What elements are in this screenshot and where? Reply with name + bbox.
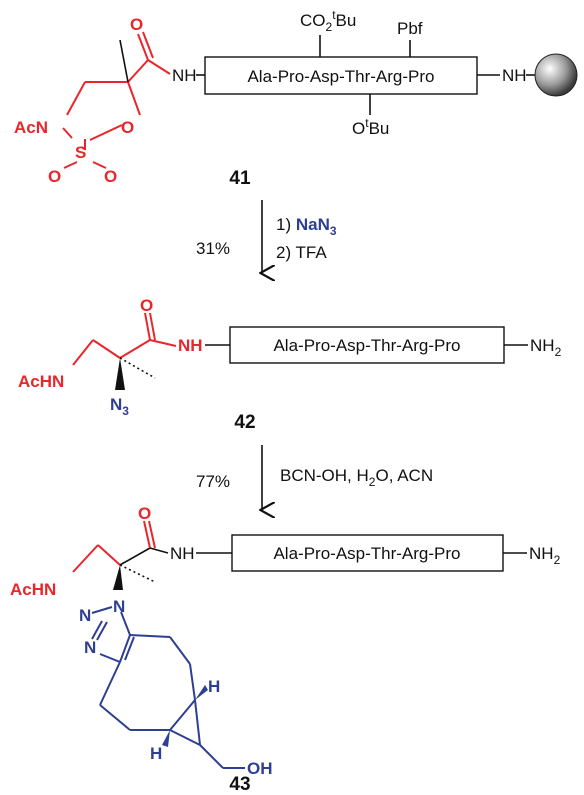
triazole-conjugate: O AcHN N N N (10, 504, 273, 778)
compound-42: O AcHN N3 NH Ala-Pro-Asp-Thr-Arg-Pro NH2… (18, 296, 562, 433)
peptide-box-43 (231, 534, 504, 572)
step-1-yield: 31% (196, 239, 230, 258)
carbonyl-o-41: O (130, 15, 143, 34)
peptide-sequence-43: Ala-Pro-Asp-Thr-Arg-Pro (273, 544, 460, 563)
protecting-group-pbf: Pbf (397, 19, 423, 38)
resin-nh-41: NH (502, 66, 527, 85)
amide-nh-42: NH (178, 336, 203, 355)
achn-label-42: AcHN (18, 372, 64, 391)
triazole-n2: N (79, 606, 91, 625)
reaction-step-1: 31% 1) NaN3 2) TFA (196, 200, 337, 273)
acn-label: AcN (14, 118, 48, 137)
amide-nh-43: NH (170, 544, 195, 563)
resin-bead (534, 53, 578, 97)
so2-o-left: O (48, 167, 61, 186)
peptide-sequence-41: Ala-Pro-Asp-Thr-Arg-Pro (247, 67, 434, 86)
protecting-group-co2tbu: CO2tBu (300, 8, 356, 34)
so2-o-right: O (104, 167, 117, 186)
step-1-condition-1: 1) NaN3 (276, 215, 337, 238)
azide-label-42: N3 (110, 395, 129, 418)
peptide-sequence-42: Ala-Pro-Asp-Thr-Arg-Pro (273, 336, 460, 355)
nh2-terminus-43: NH2 (529, 544, 561, 567)
step-2-conditions: BCN-OH, H2O, ACN (280, 466, 433, 489)
amide-nh-41: NH (172, 66, 197, 85)
reaction-step-2: 77% BCN-OH, H2O, ACN (196, 445, 433, 510)
carbonyl-o-43: O (138, 504, 151, 523)
protecting-group-otbu: OtBu (352, 116, 389, 138)
azido-amino-acid: O AcHN N3 (18, 296, 177, 418)
step-2-yield: 77% (196, 472, 230, 491)
sulfur-label: S (75, 143, 86, 162)
bridgehead-h-2: H (150, 744, 162, 763)
nh2-terminus-42: NH2 (530, 336, 562, 359)
peptide-box-42 (229, 326, 505, 364)
carbonyl-o-42: O (140, 296, 153, 315)
compound-number-43: 43 (229, 774, 250, 795)
triazole-n1: N (113, 597, 125, 616)
triazole-n3: N (84, 638, 96, 657)
peptide-box-41 (204, 56, 478, 95)
achn-label-43: AcHN (10, 580, 56, 599)
azide-wedge-42 (115, 358, 125, 390)
step-1-condition-2: 2) TFA (276, 243, 327, 262)
compound-number-41: 41 (229, 168, 251, 189)
alcohol-oh: OH (247, 759, 273, 778)
ring-o-label: O (121, 118, 134, 137)
compound-41: O AcN O S O O NH Ala-Pro-Asp-Thr-Arg-Pro… (14, 8, 578, 189)
cyclic-sulfamidate: O AcN O S O O (14, 15, 171, 186)
compound-43: O AcHN N N N (10, 504, 561, 795)
compound-number-42: 42 (234, 412, 255, 433)
bridgehead-h-1: H (208, 677, 220, 696)
